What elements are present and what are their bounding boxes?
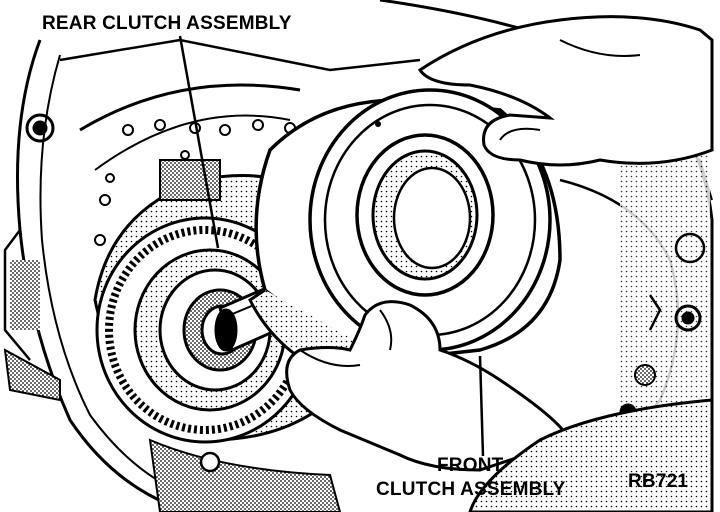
- transmission-case: [3, 38, 421, 512]
- rear-clutch-leader-line: [178, 35, 220, 249]
- lower-case-detail: [148, 438, 342, 512]
- lower-bolt: [199, 451, 221, 473]
- front-clutch-label-line2: CLUTCH ASSEMBLY: [376, 479, 566, 500]
- figure-id: RB721: [628, 471, 689, 492]
- rear-clutch-label: REAR CLUTCH ASSEMBLY: [42, 13, 292, 34]
- front-clutch-label-line1: FRONT: [437, 455, 504, 476]
- housing-boss: [159, 159, 221, 201]
- upper-hand: [417, 15, 714, 167]
- lower-hand: [285, 300, 714, 512]
- front-clutch-leader-line: [478, 355, 485, 457]
- bolt-hole-ring: [79, 83, 301, 246]
- front-clutch-assembly: [248, 88, 562, 377]
